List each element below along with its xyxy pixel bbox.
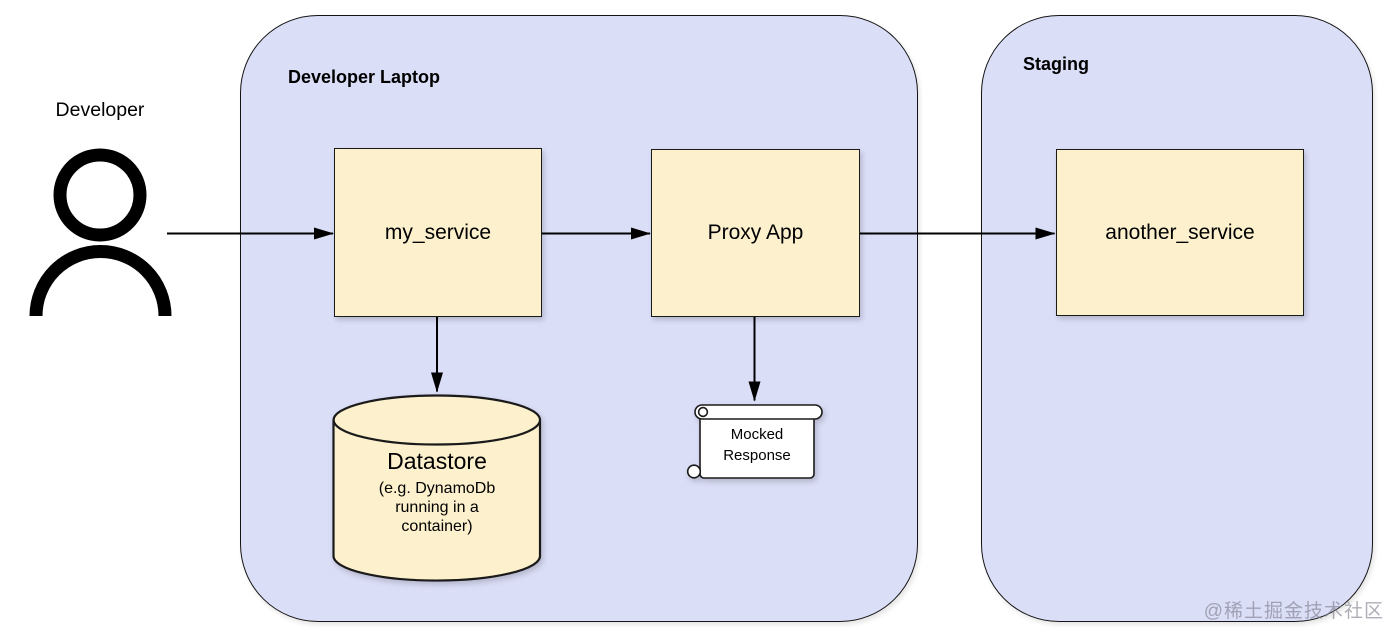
- node-my-service: my_service: [334, 148, 542, 317]
- datastore-label-block: Datastore (e.g. DynamoDb running in a co…: [334, 448, 540, 536]
- mocked-response-line1: Mocked: [730, 426, 784, 443]
- node-another-service-label: another_service: [1105, 220, 1255, 244]
- developer-actor-label: Developer: [55, 99, 145, 121]
- node-proxy-app: Proxy App: [651, 149, 860, 317]
- node-proxy-app-label: Proxy App: [707, 221, 804, 244]
- mocked-response-line2: Response: [723, 447, 791, 464]
- node-my-service-label: my_service: [384, 220, 492, 244]
- person-head: [53, 148, 147, 242]
- container-staging-label: Staging: [1023, 54, 1089, 74]
- container-staging: Staging: [981, 15, 1373, 622]
- mocked-response-label-block: Mocked Response: [700, 424, 814, 466]
- watermark-text: @稀土掘金技术社区: [1203, 601, 1384, 622]
- container-developer-laptop-label: Developer Laptop: [288, 67, 441, 87]
- datastore-subtitle-line3: container): [401, 518, 473, 535]
- person-shoulders: [29, 245, 172, 317]
- datastore-subtitle-line2: running in a: [395, 499, 479, 516]
- datastore-subtitle-line1: (e.g. DynamoDb: [378, 480, 496, 497]
- node-another-service: another_service: [1056, 149, 1304, 316]
- datastore-title: Datastore: [387, 448, 487, 474]
- developer-person-icon: [29, 148, 172, 317]
